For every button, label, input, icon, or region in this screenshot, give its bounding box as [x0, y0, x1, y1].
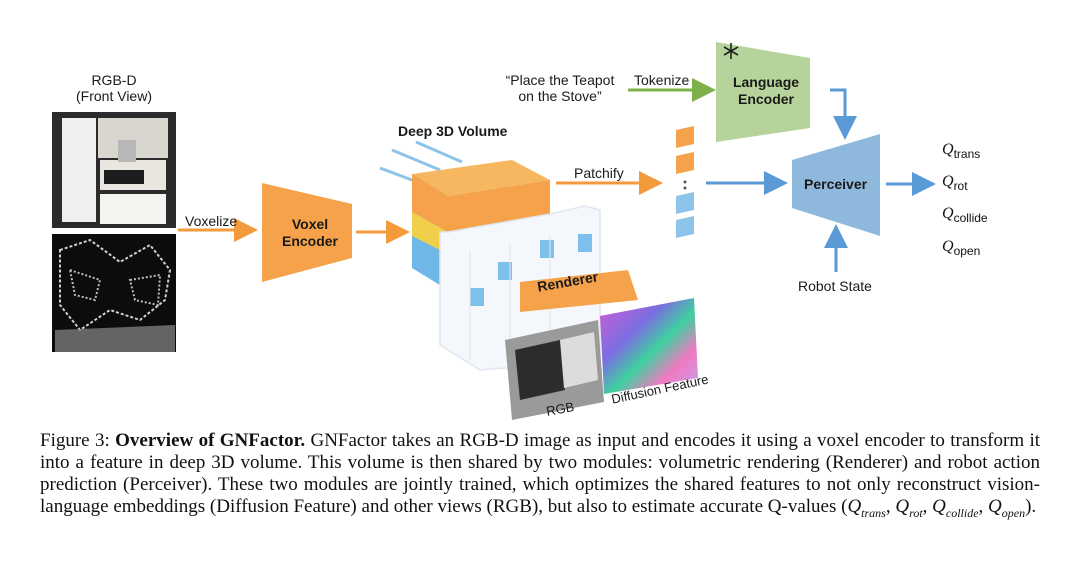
- deep-volume-label: Deep 3D Volume: [398, 123, 508, 139]
- input-title-line1: RGB-D: [91, 72, 137, 88]
- language-encoder-line1: Language: [732, 74, 800, 90]
- q-output-open: Qopen: [942, 237, 981, 258]
- caption-q2: Qrot: [895, 496, 923, 520]
- q-output-rot: Qrot: [942, 173, 968, 194]
- perceiver-label: Perceiver: [804, 176, 868, 192]
- caption-figure-number: Figure 3:: [40, 430, 110, 451]
- depth-input-image: [52, 234, 176, 352]
- renderer-block: [520, 270, 638, 312]
- language-encoder-label: Language Encoder: [722, 74, 810, 108]
- caption-title: Overview of GNFactor.: [115, 430, 306, 451]
- voxel-encoder-block: [262, 183, 352, 282]
- caption-q4: Qopen: [988, 496, 1026, 520]
- method-diagram: [52, 42, 936, 420]
- tokenize-label: Tokenize: [634, 72, 690, 88]
- snowflake-icon: [723, 43, 739, 59]
- figure-caption: Figure 3: Overview of GNFactor. GNFactor…: [40, 430, 1041, 520]
- input-title-line2: (Front View): [76, 88, 152, 104]
- instruction-text: “Place the Teapot on the Stove”: [490, 72, 630, 104]
- voxel-encoder-line1: Voxel: [291, 216, 329, 232]
- rendered-rgb-image: [505, 320, 604, 420]
- q-output-trans: Qtrans: [942, 141, 981, 162]
- voxel-encoder-line2: Encoder: [281, 233, 338, 249]
- language-to-perceiver-arrow: [830, 88, 857, 140]
- token-column: [676, 126, 694, 238]
- patchify-label: Patchify: [574, 165, 624, 181]
- caption-q1: Qtrans: [847, 496, 886, 520]
- q-output-collide: Qcollide: [942, 205, 988, 226]
- instruction-line1: “Place the Teapot: [505, 72, 615, 88]
- robot-state-label: Robot State: [798, 278, 872, 294]
- rgb-input-image: [52, 112, 176, 228]
- perceiver-block: [792, 134, 880, 236]
- language-encoder-block: [716, 42, 810, 142]
- instruction-line2: on the Stove”: [518, 88, 602, 104]
- caption-body: GNFactor takes an RGB-D image as input a…: [40, 430, 1041, 517]
- diffusion-feature-image: [600, 298, 698, 394]
- q-outputs: Qtrans Qrot Qcollide Qopen: [942, 136, 988, 265]
- language-encoder-line2: Encoder: [737, 91, 794, 107]
- voxel-encoder-label: Voxel Encoder: [270, 216, 350, 250]
- voxelize-label: Voxelize: [185, 213, 238, 229]
- caption-q3: Qcollide: [932, 496, 979, 520]
- input-title: RGB-D (Front View): [62, 72, 166, 104]
